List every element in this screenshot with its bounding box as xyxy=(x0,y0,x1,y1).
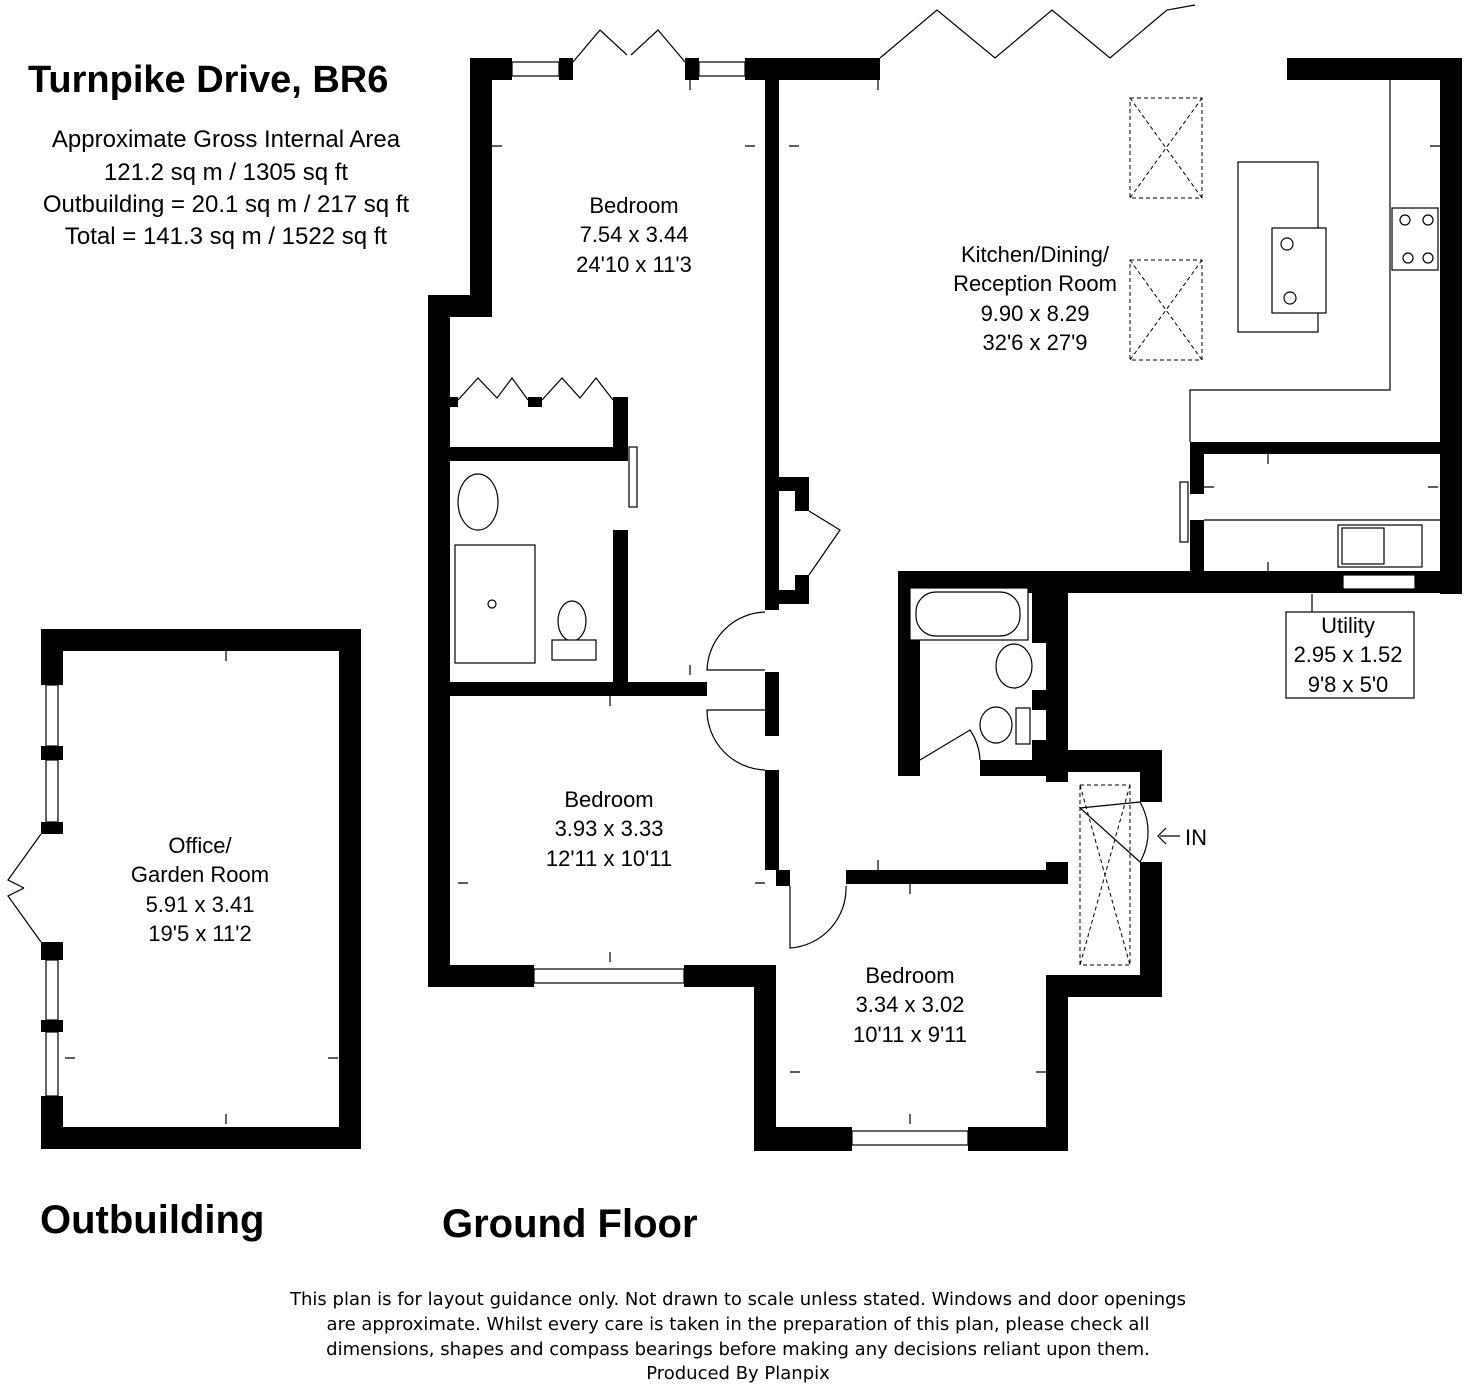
room-imperial: 24'10 x 11'3 xyxy=(576,252,692,277)
area-line-4: Total = 141.3 sq m / 1522 sq ft xyxy=(65,223,388,250)
room-imperial: 32'6 x 27'9 xyxy=(982,330,1087,355)
area-line-3: Outbuilding = 20.1 sq m / 217 sq ft xyxy=(43,191,410,218)
room-name: Bedroom xyxy=(865,963,954,988)
room-name-line-2: Reception Room xyxy=(953,271,1117,296)
room-name-line-1: Office/ xyxy=(168,833,232,858)
room-name: Bedroom xyxy=(589,193,678,218)
area-line-1: Approximate Gross Internal Area xyxy=(52,126,401,153)
room-name-line-2: Garden Room xyxy=(131,862,269,887)
room-imperial: 19'5 x 11'2 xyxy=(148,921,251,946)
room-kitchen: Kitchen/Dining/ Reception Room 9.90 x 8.… xyxy=(953,242,1117,355)
disclaimer-line-3: dimensions, shapes and compass bearings … xyxy=(326,1339,1150,1360)
room-name-line-1: Kitchen/Dining/ xyxy=(961,242,1110,267)
room-imperial: 9'8 x 5'0 xyxy=(1308,672,1389,697)
entrance-label: IN xyxy=(1185,825,1207,850)
disclaimer-line-1: This plan is for layout guidance only. N… xyxy=(289,1289,1186,1310)
doors xyxy=(457,4,1196,949)
ground-floor-walls xyxy=(428,58,1462,1151)
outbuilding-label: Outbuilding xyxy=(40,1198,264,1242)
room-metric: 7.54 x 3.44 xyxy=(580,222,689,247)
room-imperial: 10'11 x 9'11 xyxy=(853,1022,967,1047)
fixtures xyxy=(454,80,1440,966)
ground-floor-windows xyxy=(511,61,1416,1146)
outbuilding-walls xyxy=(41,629,361,1149)
room-metric: 3.93 x 3.33 xyxy=(555,816,664,841)
ground-floor-label: Ground Floor xyxy=(442,1202,698,1246)
disclaimer-line-2: are approximate. Whilst every care is ta… xyxy=(327,1314,1150,1335)
dimension-markers xyxy=(65,80,1440,1124)
room-bedroom-top: Bedroom 7.54 x 3.44 24'10 x 11'3 xyxy=(576,193,692,277)
room-metric: 9.90 x 8.29 xyxy=(981,301,1090,326)
room-metric: 3.34 x 3.02 xyxy=(856,992,965,1017)
room-imperial: 12'11 x 10'11 xyxy=(546,846,672,871)
utility-label-box xyxy=(1285,611,1415,699)
room-utility: Utility 2.95 x 1.52 9'8 x 5'0 xyxy=(1294,613,1403,697)
room-office: Office/ Garden Room 5.91 x 3.41 19'5 x 1… xyxy=(131,833,269,946)
plan-title: Turnpike Drive, BR6 xyxy=(28,59,388,101)
area-line-2: 121.2 sq m / 1305 sq ft xyxy=(104,159,348,186)
outbuilding-windows xyxy=(45,684,59,1097)
room-metric: 2.95 x 1.52 xyxy=(1294,642,1403,667)
outbuilding-french-doors xyxy=(7,833,42,943)
room-name: Utility xyxy=(1321,613,1375,638)
disclaimer-line-4: Produced By Planpix xyxy=(646,1363,830,1384)
room-bedroom-bottom: Bedroom 3.34 x 3.02 10'11 x 9'11 xyxy=(853,963,967,1047)
room-bedroom-middle: Bedroom 3.93 x 3.33 12'11 x 10'11 xyxy=(546,787,672,871)
room-metric: 5.91 x 3.41 xyxy=(146,892,255,917)
room-name: Bedroom xyxy=(564,787,653,812)
